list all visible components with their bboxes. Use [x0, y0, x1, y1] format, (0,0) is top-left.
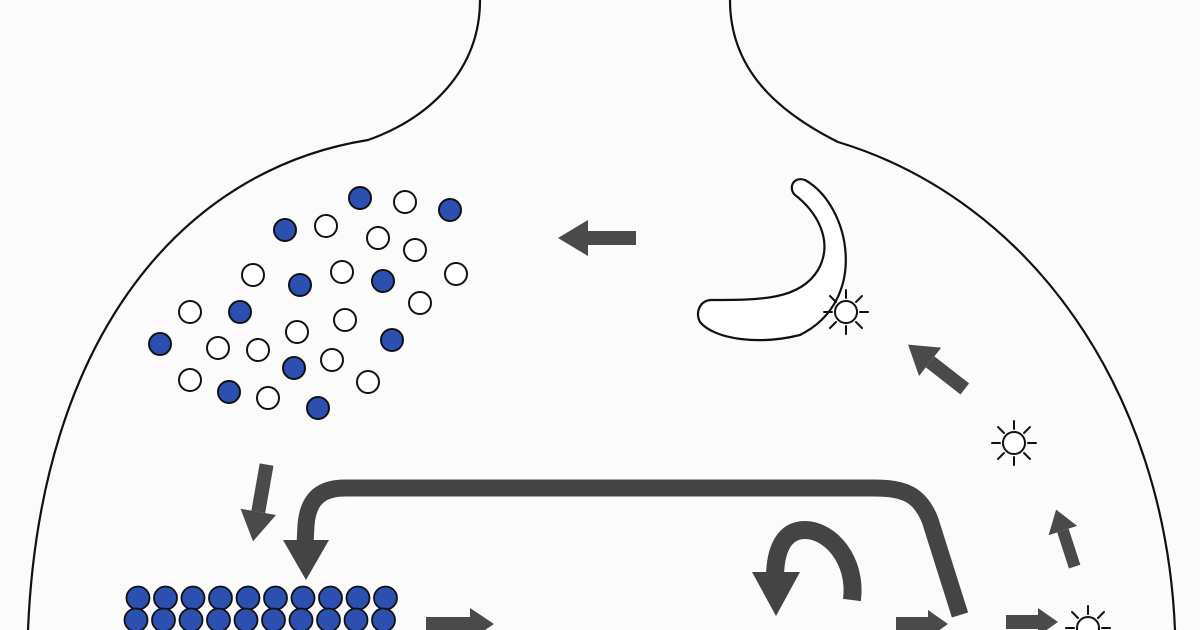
empty-vesicle: [256, 386, 280, 410]
empty-vesicle: [356, 370, 380, 394]
arrow-right: [896, 610, 948, 630]
packed-vesicle: [180, 585, 206, 611]
packed-vesicle: [151, 607, 176, 630]
recycle-loop-arrowhead: [283, 540, 329, 580]
packed-vesicle: [371, 607, 396, 630]
empty-vesicle: [206, 336, 230, 360]
arrow-right: [1006, 608, 1058, 630]
cycle-arrowhead: [752, 572, 800, 616]
arrow-right: [426, 608, 494, 630]
cycle-arrow: [766, 520, 862, 602]
filled-vesicle: [228, 300, 252, 324]
arrow-left: [558, 220, 636, 256]
filled-vesicle: [348, 186, 372, 210]
filled-vesicle: [438, 198, 462, 222]
empty-vesicle: [246, 338, 270, 362]
empty-vesicle: [393, 190, 417, 214]
filled-vesicle: [273, 218, 297, 242]
packed-vesicle: [235, 585, 261, 611]
empty-vesicle: [333, 308, 357, 332]
empty-vesicle: [408, 291, 432, 315]
filled-vesicle: [371, 269, 395, 293]
packed-vesicle: [290, 585, 316, 611]
filled-vesicle: [148, 332, 172, 356]
empty-vesicle: [403, 238, 427, 262]
packed-vesicle: [288, 607, 314, 630]
filled-vesicle: [282, 356, 306, 380]
empty-vesicle: [444, 262, 468, 286]
packed-vesicle: [343, 607, 369, 630]
filled-vesicle: [288, 273, 312, 297]
empty-vesicle: [366, 226, 390, 250]
empty-vesicle: [285, 320, 309, 344]
vesicle-cloud: [148, 186, 468, 420]
recycle-loop-arrow: [296, 479, 969, 618]
sun-icon: [1065, 605, 1111, 630]
sun-icon: [823, 289, 869, 335]
packed-vesicle: [261, 607, 286, 630]
packed-vesicle: [233, 607, 259, 630]
arrow-up: [1048, 509, 1081, 569]
cell-outline: [26, 0, 1177, 630]
packed-vesicle: [153, 585, 178, 611]
empty-vesicle: [241, 263, 265, 287]
packed-vesicle: [263, 585, 288, 611]
arrow-up-left: [908, 344, 970, 395]
empty-vesicle: [330, 260, 354, 284]
empty-vesicle: [320, 348, 344, 372]
empty-vesicle: [314, 214, 338, 238]
empty-vesicle: [178, 300, 202, 324]
packed-vesicle: [208, 585, 233, 611]
filled-vesicle: [380, 328, 404, 352]
packed-vesicle: [345, 585, 371, 611]
crescent-organelle: [696, 178, 847, 342]
packed-vesicle: [178, 607, 204, 630]
packed-vesicle: [373, 585, 398, 611]
packed-vesicle: [318, 585, 343, 611]
empty-vesicle: [178, 368, 202, 392]
packed-vesicle: [206, 607, 231, 630]
filled-vesicle: [306, 396, 330, 420]
packed-vesicle: [316, 607, 341, 630]
packed-vesicle-row: [123, 585, 398, 630]
filled-vesicle: [217, 380, 241, 404]
arrow-down: [240, 463, 276, 542]
packed-vesicle: [123, 607, 149, 630]
sun-icon: [991, 420, 1037, 466]
packed-vesicle: [125, 585, 151, 611]
